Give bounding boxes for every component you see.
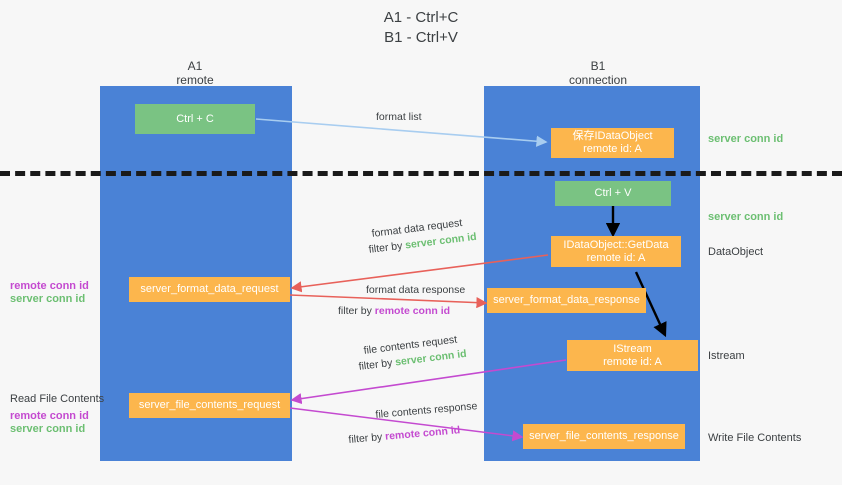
filter-value-remote-conn-id: remote conn id — [384, 424, 461, 443]
box-server-file-contents-response[interactable]: server_file_contents_response — [523, 424, 685, 449]
box-ctrl-c[interactable]: Ctrl + C — [135, 104, 255, 134]
box-ctrl-v[interactable]: Ctrl + V — [555, 181, 671, 206]
filter-prefix: filter by — [348, 430, 386, 446]
label-server-conn-id-format: server conn id — [10, 293, 86, 305]
label-dataobject: DataObject — [708, 246, 764, 258]
box-server-file-contents-request[interactable]: server_file_contents_request — [129, 393, 290, 418]
column-a1-name: A1 — [187, 59, 203, 73]
label-read-file-contents: Read File Contents — [10, 393, 105, 405]
label-remote-conn-id-file: remote conn id — [10, 410, 89, 422]
column-header-b1: B1 connection — [538, 59, 658, 87]
column-header-a1: A1 remote — [135, 59, 255, 87]
column-b1-sub: connection — [568, 73, 628, 87]
label-server-conn-id-file: server conn id — [10, 423, 86, 435]
page-title: A1 - Ctrl+C B1 - Ctrl+V — [0, 8, 842, 48]
title-line-1: A1 - Ctrl+C — [383, 9, 459, 26]
title-line-2: B1 - Ctrl+V — [384, 29, 458, 46]
label-remote-conn-id-format: remote conn id — [10, 280, 89, 292]
box-idataobject-getdata[interactable]: IDataObject::GetData remote id: A — [551, 236, 681, 267]
arrow-label-file-contents-response: file contents response — [375, 400, 478, 421]
arrow-label-format-data-response: format data response — [366, 284, 466, 296]
label-write-file-contents: Write File Contents — [708, 432, 802, 444]
filter-prefix: filter by — [368, 239, 406, 256]
box-server-format-data-response[interactable]: server_format_data_response — [487, 288, 646, 313]
filter-value-remote-conn-id: remote conn id — [374, 305, 451, 317]
box-save-idataobject[interactable]: 保存IDataObject remote id: A — [551, 128, 674, 158]
arrow-label-format-list: format list — [376, 111, 422, 123]
column-b1-name: B1 — [590, 59, 606, 73]
filter-prefix: filter by — [358, 356, 396, 373]
box-istream[interactable]: IStream remote id: A — [567, 340, 698, 371]
arrow-label-format-data-response-filter: filter by remote conn id — [338, 305, 450, 318]
column-a1-sub: remote — [176, 73, 214, 87]
phase-divider — [0, 171, 842, 176]
label-server-conn-id-top: server conn id — [708, 133, 784, 145]
arrow-label-file-contents-response-filter: filter by remote conn id — [348, 424, 461, 447]
box-server-format-data-request[interactable]: server_format_data_request — [129, 277, 290, 302]
filter-prefix: filter by — [338, 305, 375, 317]
label-istream: Istream — [708, 350, 745, 362]
label-server-conn-id-mid: server conn id — [708, 211, 784, 223]
